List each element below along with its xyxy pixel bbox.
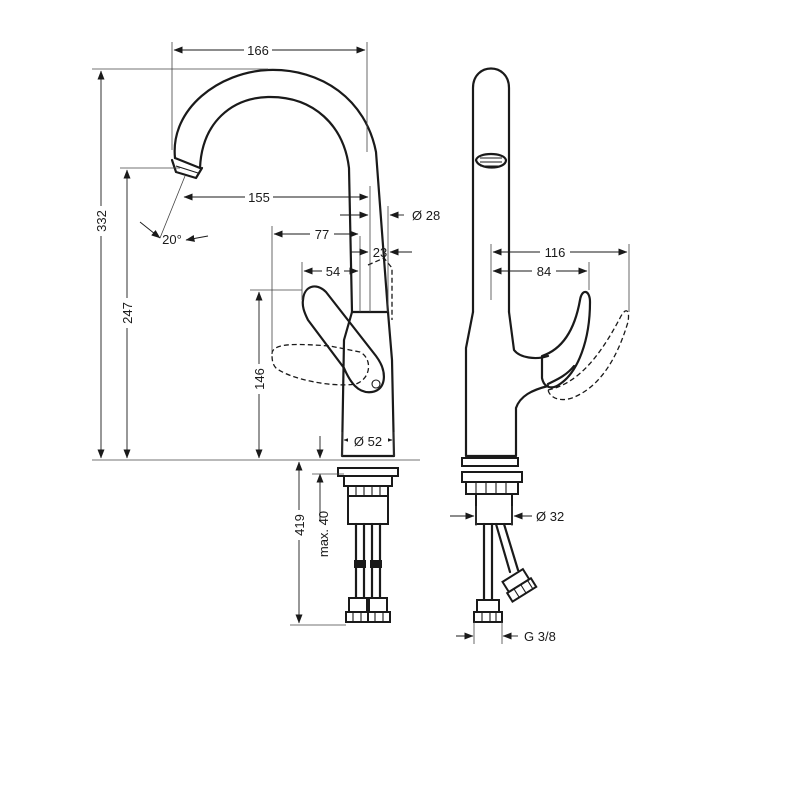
lever-rotated-position [271, 343, 370, 386]
label-20deg: 20° [162, 232, 182, 247]
side-base-plate [461, 457, 519, 467]
label-d52: Ø 52 [354, 434, 382, 449]
label-146: 146 [252, 368, 267, 390]
label-54: 54 [326, 264, 340, 279]
dimension-labels: 166 155 Ø 28 77 23 54 20° 332 247 146 Ø … [93, 42, 570, 644]
threaded-shank [347, 495, 389, 525]
label-77: 77 [315, 227, 329, 242]
side-view [461, 67, 630, 623]
side-spout-column [471, 67, 511, 314]
label-247: 247 [120, 302, 135, 324]
mounting-nut [347, 485, 389, 497]
label-d28: Ø 28 [412, 208, 440, 223]
dim-line-20deg-b [185, 235, 209, 242]
front-view [170, 68, 399, 623]
spout-outline [173, 68, 390, 314]
side-lever-rotated-position [547, 310, 630, 401]
aerator [170, 158, 204, 180]
front-dimension-lines [97, 46, 412, 624]
side-body [464, 310, 550, 458]
label-332: 332 [94, 210, 109, 232]
side-lever-handle [540, 290, 592, 389]
label-84: 84 [537, 264, 551, 279]
label-23: 23 [373, 245, 387, 260]
side-supply-hoses [473, 522, 538, 623]
label-116: 116 [545, 245, 566, 260]
front-extension-lines [92, 42, 420, 626]
faucet-body [340, 310, 396, 458]
label-419: 419 [292, 514, 307, 536]
lever-handle [301, 285, 385, 394]
label-max40: max. 40 [316, 511, 331, 557]
label-d32: Ø 32 [536, 509, 564, 524]
spout-inner-outline [198, 95, 354, 314]
label-155: 155 [248, 190, 270, 205]
spout-swivel-position [367, 257, 393, 320]
supply-hoses [345, 522, 391, 623]
base-plate [337, 467, 399, 477]
side-threaded-shank [475, 493, 513, 525]
label-166: 166 [247, 43, 269, 58]
label-G38: G 3/8 [524, 629, 556, 644]
dim-line-20deg-a [139, 221, 161, 239]
side-dimension-lines [450, 244, 630, 644]
side-mounting-nut [461, 471, 523, 495]
spout-tip [173, 156, 202, 170]
